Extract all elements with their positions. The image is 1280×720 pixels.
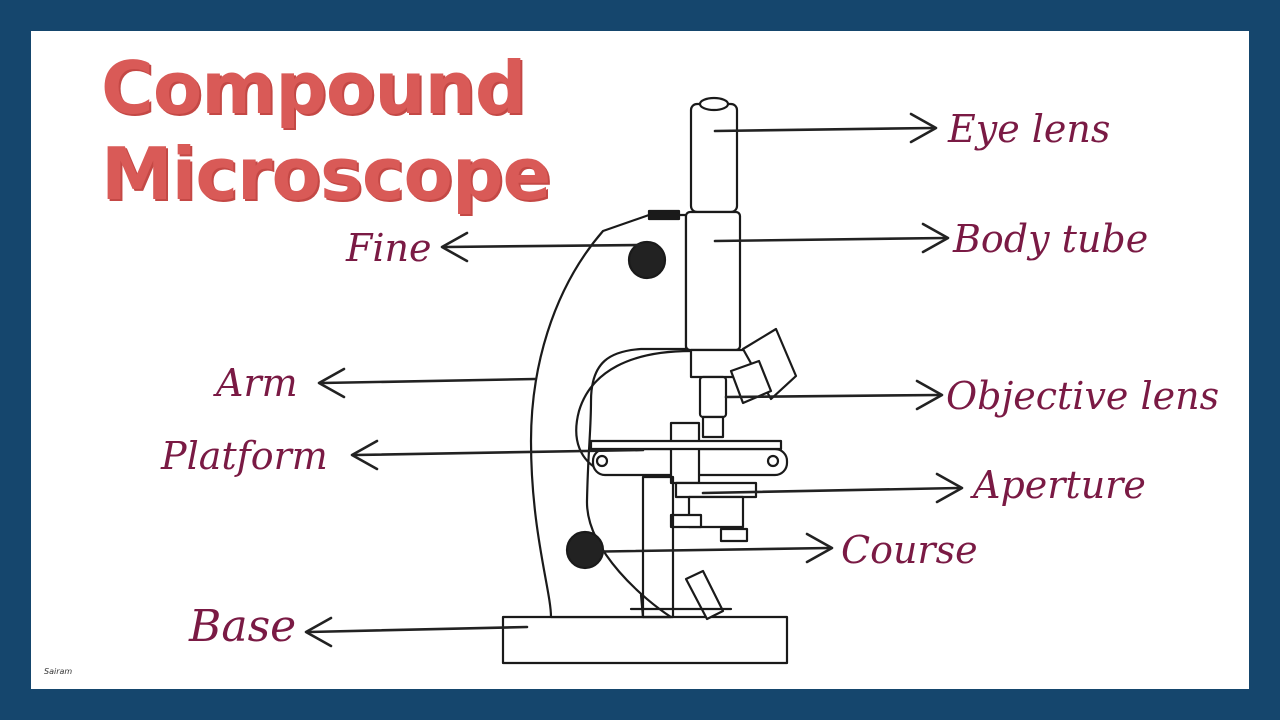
eyepiece-top bbox=[698, 96, 730, 112]
body-tube-shape bbox=[684, 210, 742, 352]
arrow-arm bbox=[317, 367, 537, 399]
arrow-aperture bbox=[701, 472, 964, 504]
label-objective-lens: Objective lens bbox=[946, 374, 1220, 418]
arrow-eye-lens bbox=[713, 112, 938, 144]
label-base: Base bbox=[189, 601, 297, 652]
label-course: Course bbox=[841, 528, 978, 572]
title-line-1: Compound bbox=[101, 46, 526, 130]
credit-text: Sairam bbox=[44, 667, 73, 676]
label-arm: Arm bbox=[216, 361, 298, 405]
microscope-diagram bbox=[304, 96, 964, 665]
coarse-knob bbox=[565, 530, 605, 570]
fine-knob bbox=[627, 240, 667, 280]
label-fine: Fine bbox=[346, 226, 432, 270]
arrow-body-tube bbox=[713, 222, 950, 254]
objective-1 bbox=[698, 375, 728, 419]
label-body-tube: Body tube bbox=[953, 217, 1149, 261]
eyepiece-tube bbox=[689, 102, 739, 214]
diagram-frame: Compound Microscope bbox=[31, 31, 1249, 689]
arm-body bbox=[529, 213, 688, 619]
base-block bbox=[501, 615, 789, 665]
title-line-2: Microscope bbox=[101, 132, 551, 216]
objective-2 bbox=[701, 415, 725, 439]
stage-support bbox=[575, 349, 693, 473]
mirror bbox=[684, 569, 725, 621]
arrow-platform bbox=[350, 439, 645, 471]
label-eye-lens: Eye lens bbox=[948, 107, 1111, 151]
label-aperture: Aperture bbox=[973, 463, 1146, 507]
label-platform: Platform bbox=[161, 434, 328, 478]
arrow-fine bbox=[440, 231, 643, 263]
arrow-course bbox=[569, 532, 834, 564]
condenser bbox=[674, 481, 758, 499]
arrow-objective-lens bbox=[724, 379, 944, 411]
arrow-base bbox=[304, 616, 529, 648]
